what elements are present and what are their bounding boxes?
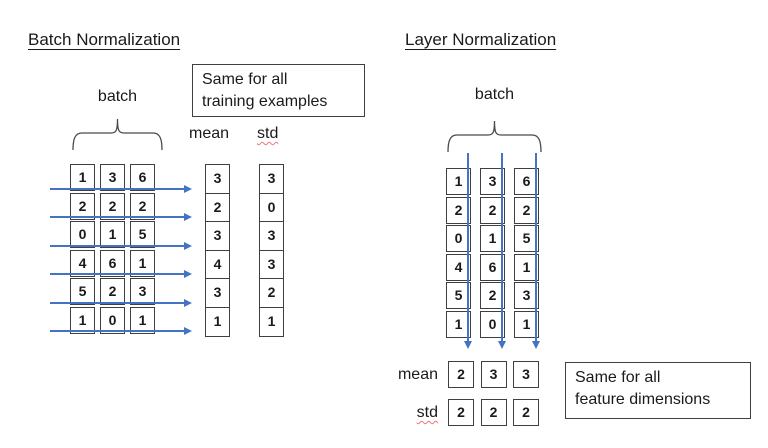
batch-brace-right	[447, 120, 542, 153]
mean-cell: 2	[448, 361, 474, 388]
matrix-cell: 4	[70, 249, 95, 277]
row-arrow	[50, 327, 192, 335]
matrix-cell: 1	[480, 225, 505, 252]
batch-label-left: batch	[97, 88, 138, 105]
mean-cell: 4	[205, 249, 230, 280]
matrix-cell: 4	[446, 253, 471, 281]
matrix-cell: 1	[446, 310, 471, 338]
note-line: training examples	[202, 93, 328, 110]
row-arrow	[50, 241, 192, 250]
batch-label-right: batch	[474, 86, 515, 103]
batch-note-box: Same for all training examples	[192, 64, 365, 117]
matrix-cell: 2	[100, 278, 125, 305]
std-cell: 3	[259, 249, 284, 280]
mean-cell: 3	[513, 361, 539, 388]
note-line: Same for all	[575, 369, 661, 386]
layer-norm-heading: Layer Normalization	[405, 30, 557, 49]
std-label-left: std	[257, 125, 279, 142]
column-arrow	[464, 153, 472, 349]
note-line: Same for all	[202, 71, 288, 88]
matrix-cell: 1	[130, 306, 155, 334]
matrix-cell: 2	[480, 282, 505, 309]
row-arrow	[50, 298, 192, 307]
std-label-right: std	[416, 404, 438, 421]
note-line: feature dimensions	[575, 391, 711, 408]
std-cell: 2	[480, 399, 507, 426]
layer-note-box: Same for all feature dimensions	[565, 362, 751, 419]
row-arrow	[50, 213, 192, 221]
matrix-cell: 5	[514, 225, 539, 252]
batch-row-arrows	[50, 164, 196, 336]
matrix-cell: 6	[100, 249, 125, 277]
mean-cell: 3	[205, 221, 230, 251]
matrix-cell: 2	[514, 196, 539, 224]
std-cell: 2	[259, 278, 284, 308]
mean-label-left: mean	[189, 125, 230, 142]
matrix-cell: 6	[130, 164, 155, 191]
matrix-cell: 1	[100, 221, 125, 248]
matrix-cell: 0	[100, 306, 125, 334]
matrix-cell: 6	[514, 168, 539, 195]
matrix-cell: 1	[446, 168, 471, 195]
matrix-cell: 3	[100, 164, 125, 191]
mean-cell: 3	[205, 278, 230, 308]
column-arrow	[498, 153, 506, 349]
mean-cell: 1	[205, 306, 230, 337]
matrix-cell: 1	[514, 253, 539, 281]
mean-cell: 3	[480, 361, 507, 388]
matrix-cell: 2	[70, 192, 95, 220]
matrix-cell: 2	[480, 196, 505, 224]
row-arrow	[50, 184, 192, 193]
std-cell: 3	[259, 221, 284, 251]
matrix-cell: 6	[480, 253, 505, 281]
batch-brace-left	[72, 118, 163, 151]
column-arrow	[532, 153, 540, 349]
std-cell: 1	[259, 306, 284, 337]
matrix-cell: 1	[70, 306, 95, 334]
matrix-cell: 1	[70, 164, 95, 191]
matrix-cell: 0	[70, 221, 95, 248]
row-arrow	[50, 270, 192, 278]
matrix-cell: 5	[130, 221, 155, 248]
matrix-cell: 3	[130, 278, 155, 305]
matrix-cell: 3	[480, 168, 505, 195]
std-cell: 2	[448, 399, 474, 426]
mean-label-right: mean	[397, 366, 438, 383]
matrix-cell: 5	[70, 278, 95, 305]
std-cell: 0	[259, 192, 284, 223]
matrix-cell: 2	[446, 196, 471, 224]
matrix-cell: 1	[130, 249, 155, 277]
matrix-cell: 2	[100, 192, 125, 220]
matrix-cell: 5	[446, 282, 471, 309]
matrix-cell: 3	[514, 282, 539, 309]
layer-column-arrows	[446, 153, 540, 353]
mean-cell: 2	[205, 192, 230, 223]
matrix-cell: 0	[480, 310, 505, 338]
mean-cell: 3	[205, 164, 230, 194]
batch-norm-heading: Batch Normalization	[28, 30, 181, 49]
std-cell: 3	[259, 164, 284, 194]
std-cell: 2	[513, 399, 539, 426]
matrix-cell: 2	[130, 192, 155, 220]
matrix-cell: 0	[446, 225, 471, 252]
matrix-cell: 1	[514, 310, 539, 338]
